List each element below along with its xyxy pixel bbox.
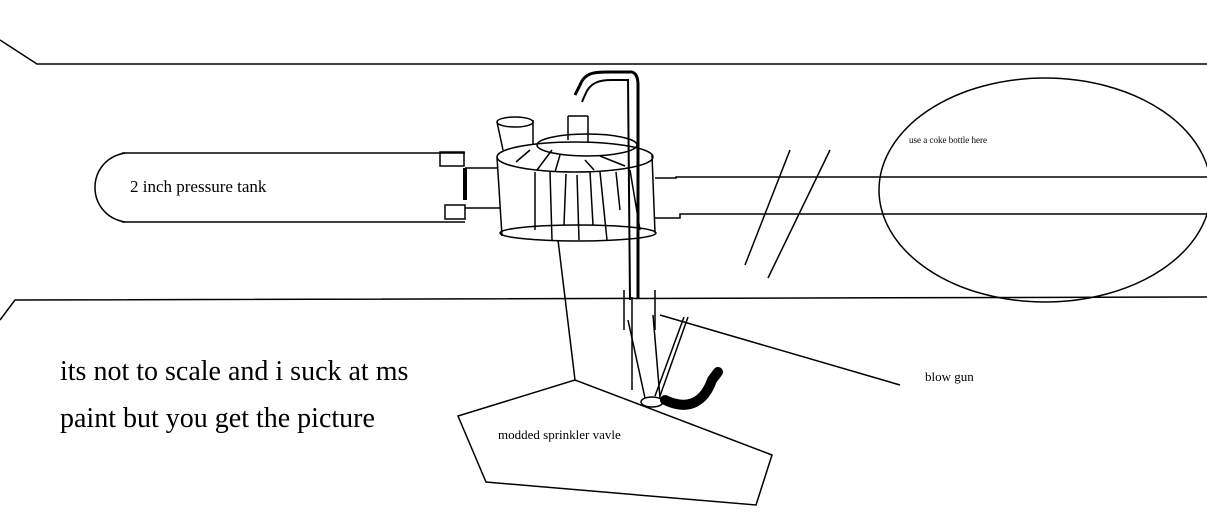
label-coke-bottle: use a coke bottle here [909,135,987,145]
valve-chamber [496,115,657,242]
barrel-pipe [655,149,1207,279]
note-line-2: paint but you get the picture [60,403,375,434]
label-pressure-tank: 2 inch pressure tank [130,177,267,196]
pressure-tank [94,151,500,223]
label-blow-gun: blow gun [925,369,974,384]
sprinkler-valve [456,239,901,506]
label-sprinkler-valve: modded sprinkler vavle [498,427,621,442]
coke-bottle-outline [878,77,1207,303]
air-pipe [573,70,640,390]
hose-blob [660,367,723,410]
note-line-1: its not to scale and i suck at ms [60,356,409,387]
barrel-outline [0,39,1207,321]
